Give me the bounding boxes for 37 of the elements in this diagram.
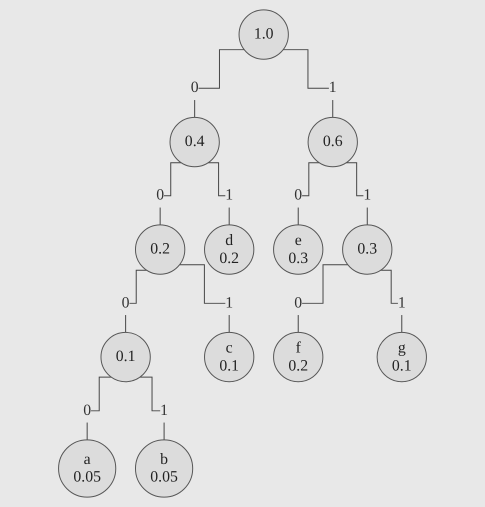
edge-label: 1 (160, 402, 168, 419)
node-circle: 0.4 (170, 116, 220, 168)
edge-label: 0 (294, 186, 302, 204)
node-circle: c 0.1 (204, 332, 254, 382)
connector (298, 162, 320, 226)
edge-label: 0 (294, 294, 302, 312)
node-circle: g 0.1 (376, 332, 427, 382)
edge-label: 1 (398, 294, 406, 312)
node-circle: 0.1 (100, 332, 151, 382)
connector (208, 162, 230, 226)
node-circle: 0.2 (135, 224, 186, 275)
node-circle: b 0.05 (135, 439, 194, 498)
edge-label: 1 (225, 186, 234, 204)
connector (86, 376, 112, 440)
node-circle: e 0.3 (273, 224, 324, 275)
edge-label: 0 (156, 186, 164, 204)
edge-label: 0 (83, 402, 92, 419)
node-circle: a 0.05 (58, 439, 116, 498)
edge-label: 0 (122, 294, 130, 312)
node-circle: d 0.2 (204, 224, 254, 275)
edge-label: 1 (363, 186, 372, 204)
node-circle: 0.6 (308, 116, 358, 168)
connector (346, 162, 368, 226)
node-circle: f 0.2 (273, 332, 324, 382)
connector (179, 264, 230, 333)
connector (194, 49, 245, 118)
edge-label: 0 (190, 79, 199, 96)
node-circle: 1.0 (238, 9, 289, 60)
edge-label: 1 (328, 79, 337, 96)
connector (125, 270, 148, 333)
connector (160, 162, 182, 226)
connector (298, 264, 348, 333)
connector (282, 49, 334, 118)
connector (380, 270, 402, 333)
edge-label: 1 (225, 294, 234, 312)
node-circle: 0.3 (342, 224, 392, 275)
connector (139, 376, 165, 440)
